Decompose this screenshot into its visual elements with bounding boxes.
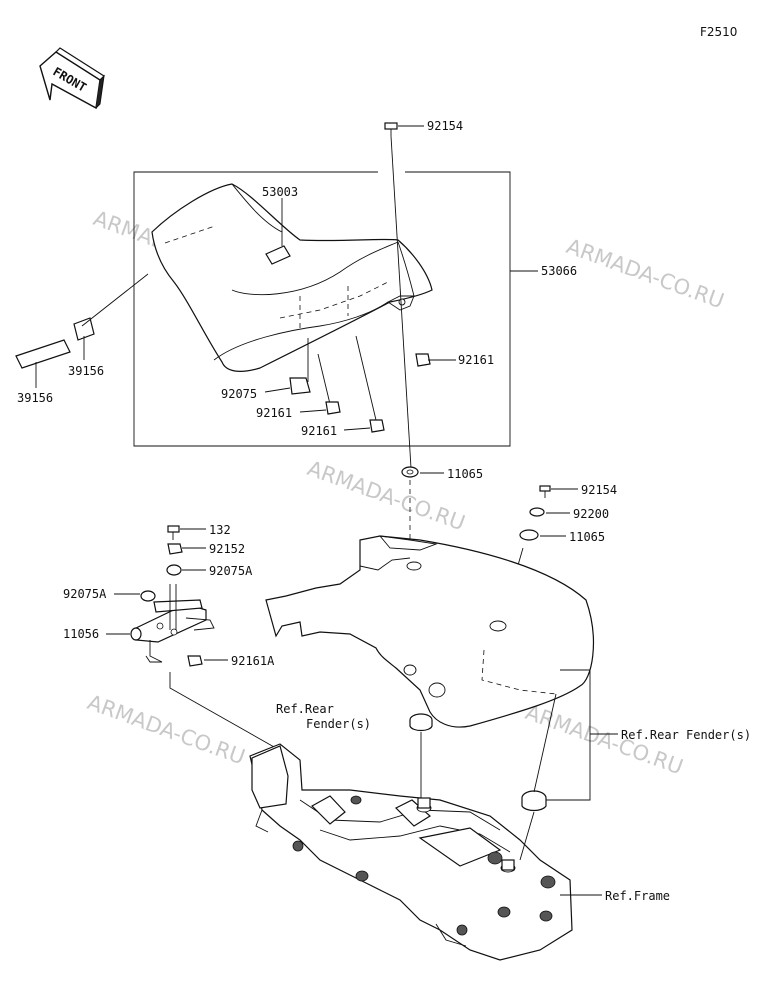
label-39156: 39156 [68, 364, 104, 378]
label-11065: 11065 [569, 530, 605, 544]
assembly-bracket [133, 171, 511, 447]
rear-fender [265, 535, 594, 728]
label-92075A: 92075A [209, 564, 253, 578]
grommet-11065-right [519, 529, 539, 541]
label-92161: 92161 [256, 406, 292, 420]
nut-92152 [167, 543, 183, 555]
seat-emblem-53003 [265, 198, 291, 265]
bolt-92154-top [384, 122, 412, 469]
front-arrow-icon: FRONT [39, 47, 105, 110]
label-92161: 92161 [301, 424, 337, 438]
label-92154: 92154 [427, 119, 463, 133]
fender-damper [409, 693, 557, 812]
label-132: 132 [209, 523, 231, 537]
label-92161: 92161 [458, 353, 494, 367]
label-92152: 92152 [209, 542, 245, 556]
bracket-11056 [130, 584, 215, 663]
label-ref-frame: Ref.Frame [605, 889, 670, 903]
bolt-92154-right [539, 485, 551, 498]
seat-pad-39156 [15, 273, 149, 388]
label-53003: 53003 [262, 185, 298, 199]
washer-92200 [529, 507, 545, 517]
leader-lines [106, 125, 578, 661]
label-ref-rear-fender: Ref.Rear Fender(s) [621, 728, 751, 742]
label-92161A: 92161A [231, 654, 275, 668]
part-labels: 92154 53003 53066 92161 92075 92161 9216… [17, 119, 751, 903]
label-11065: 11065 [447, 467, 483, 481]
frame [249, 743, 573, 961]
watermark-text: ARMADA-CO.RU [304, 456, 468, 535]
label-ref-rear-fender: Fender(s) [306, 717, 371, 731]
label-92154: 92154 [581, 483, 617, 497]
label-11056: 11056 [63, 627, 99, 641]
nut-92161A [187, 655, 203, 667]
label-ref-rear-fender: Ref.Rear [276, 702, 334, 716]
watermark-text: ARMADA-CO.RU [563, 234, 727, 313]
leader-line [519, 811, 535, 861]
seat-nuts [289, 335, 431, 433]
seat [151, 183, 433, 372]
watermark-text: ARMADA-CO.RU [84, 690, 248, 769]
damper-92075A [166, 564, 182, 576]
bolt-132 [167, 525, 180, 540]
label-92200: 92200 [573, 507, 609, 521]
figure-id: F2510 [700, 25, 737, 39]
label-92075A: 92075A [63, 587, 107, 601]
label-53066: 53066 [541, 264, 577, 278]
label-92075: 92075 [221, 387, 257, 401]
label-39156: 39156 [17, 391, 53, 405]
assembly-bracket [546, 669, 591, 801]
